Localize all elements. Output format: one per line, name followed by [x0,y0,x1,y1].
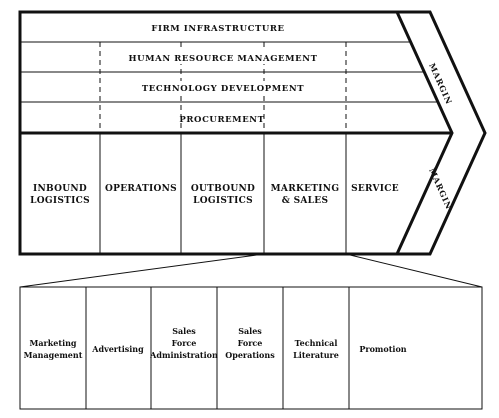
breakdown-label-promotion: Promotion [359,344,406,354]
breakdown-label-marketing-management: Marketing Management [24,338,83,360]
svg-text:Operations: Operations [225,350,275,360]
svg-text:Technical: Technical [295,338,338,348]
support-label: TECHNOLOGY DEVELOPMENT [142,84,304,94]
support-label-technology: TECHNOLOGY DEVELOPMENT [142,81,304,94]
primary-label-service: SERVICE [351,184,399,194]
svg-text:& SALES: & SALES [282,196,329,206]
svg-text:Force: Force [172,338,197,348]
marketing-sales-breakdown-box [19,286,483,410]
breakdown-label-advertising: Advertising [91,344,144,354]
svg-text:LOGISTICS: LOGISTICS [30,196,90,206]
breakdown-label-sales-force-administration: Sales Force Administration [149,326,218,360]
primary-label-inbound-logistics: INBOUND LOGISTICS [30,184,90,206]
svg-text:OPERATIONS: OPERATIONS [105,184,177,194]
primary-label-operations: OPERATIONS [105,184,177,194]
svg-text:Advertising: Advertising [91,344,144,354]
primary-label-marketing-sales: MARKETING & SALES [271,184,340,206]
support-label-firm-infrastructure: FIRM INFRASTRUCTURE [151,24,284,34]
svg-text:OUTBOUND: OUTBOUND [191,184,255,194]
svg-text:INBOUND: INBOUND [33,184,87,194]
svg-text:Sales: Sales [172,326,196,336]
support-label: PROCUREMENT [179,115,264,125]
svg-text:Marketing: Marketing [29,338,76,348]
svg-text:Sales: Sales [238,326,262,336]
breakdown-label-sales-force-operations: Sales Force Operations [225,326,275,360]
svg-text:LOGISTICS: LOGISTICS [193,196,253,206]
svg-text:SERVICE: SERVICE [351,184,399,194]
expansion-line-right [345,253,483,288]
svg-text:Force: Force [238,338,263,348]
svg-text:Administration: Administration [149,350,218,360]
breakdown-label-technical-literature: Technical Literature [293,338,339,360]
support-label-hrm: HUMAN RESOURCE MANAGEMENT [128,51,317,64]
svg-text:MARKETING: MARKETING [271,184,340,194]
primary-label-outbound-logistics: OUTBOUND LOGISTICS [191,184,255,206]
svg-text:Management: Management [24,350,83,360]
svg-text:Literature: Literature [293,350,339,360]
primary-columns [99,133,347,254]
svg-text:Promotion: Promotion [359,344,406,354]
support-label: HUMAN RESOURCE MANAGEMENT [128,54,317,64]
expansion-line-left [19,253,265,288]
support-label-procurement: PROCUREMENT [179,112,264,125]
breakdown-dividers [85,287,350,409]
support-label: FIRM INFRASTRUCTURE [151,24,284,34]
